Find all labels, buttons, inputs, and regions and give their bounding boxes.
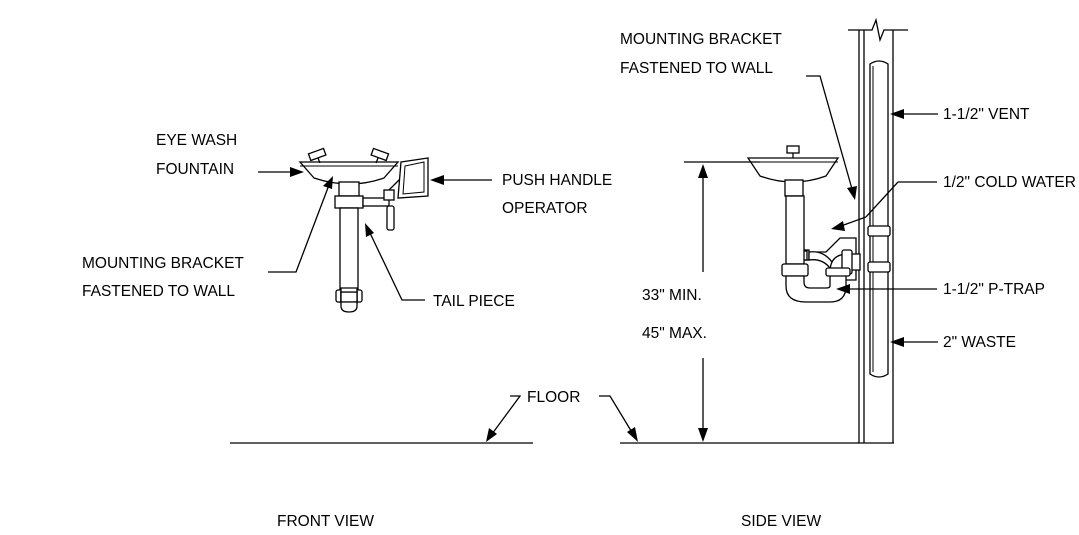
side-view-drawing <box>620 17 908 444</box>
floor-label: FLOOR <box>527 389 580 406</box>
front-bracket-label-line1: MOUNTING BRACKET <box>82 255 244 272</box>
max-height-label: 45" MAX. <box>642 325 707 342</box>
min-height-label: 33" MIN. <box>642 287 702 304</box>
push-handle-label-line2: OPERATOR <box>502 200 588 217</box>
front-spray-head-right <box>370 147 390 164</box>
eye-wash-label-line2: FOUNTAIN <box>156 161 234 178</box>
side-view-caption: SIDE VIEW <box>741 513 821 530</box>
front-view-caption: FRONT VIEW <box>277 513 374 530</box>
front-valve-body <box>334 195 364 209</box>
waste-label: 2" WASTE <box>943 334 1016 351</box>
height-dimension <box>684 161 760 442</box>
front-leaders <box>258 167 492 301</box>
side-leaders <box>806 75 938 347</box>
front-view-drawing <box>230 147 533 444</box>
eye-wash-label-line1: EYE WASH <box>156 132 237 149</box>
cold-water-label: 1/2" COLD WATER <box>943 174 1076 191</box>
p-trap-label: 1-1/2" P-TRAP <box>943 281 1045 298</box>
tail-piece-label: TAIL PIECE <box>433 293 515 310</box>
side-bracket-label-line2: FASTENED TO WALL <box>620 60 773 77</box>
push-handle-label-line1: PUSH HANDLE <box>502 172 612 189</box>
floor-leaders <box>486 395 638 442</box>
front-spray-head-left <box>307 147 327 164</box>
front-bracket-label-line2: FASTENED TO WALL <box>82 283 235 300</box>
front-tail-piece <box>339 207 359 291</box>
vent-waste-pipe <box>869 60 889 378</box>
front-bowl <box>298 161 400 185</box>
side-bracket-label-line1: MOUNTING BRACKET <box>620 31 782 48</box>
side-tail-piece <box>785 195 805 265</box>
front-push-handle <box>397 157 429 199</box>
vent-label: 1-1/2" VENT <box>943 106 1030 123</box>
